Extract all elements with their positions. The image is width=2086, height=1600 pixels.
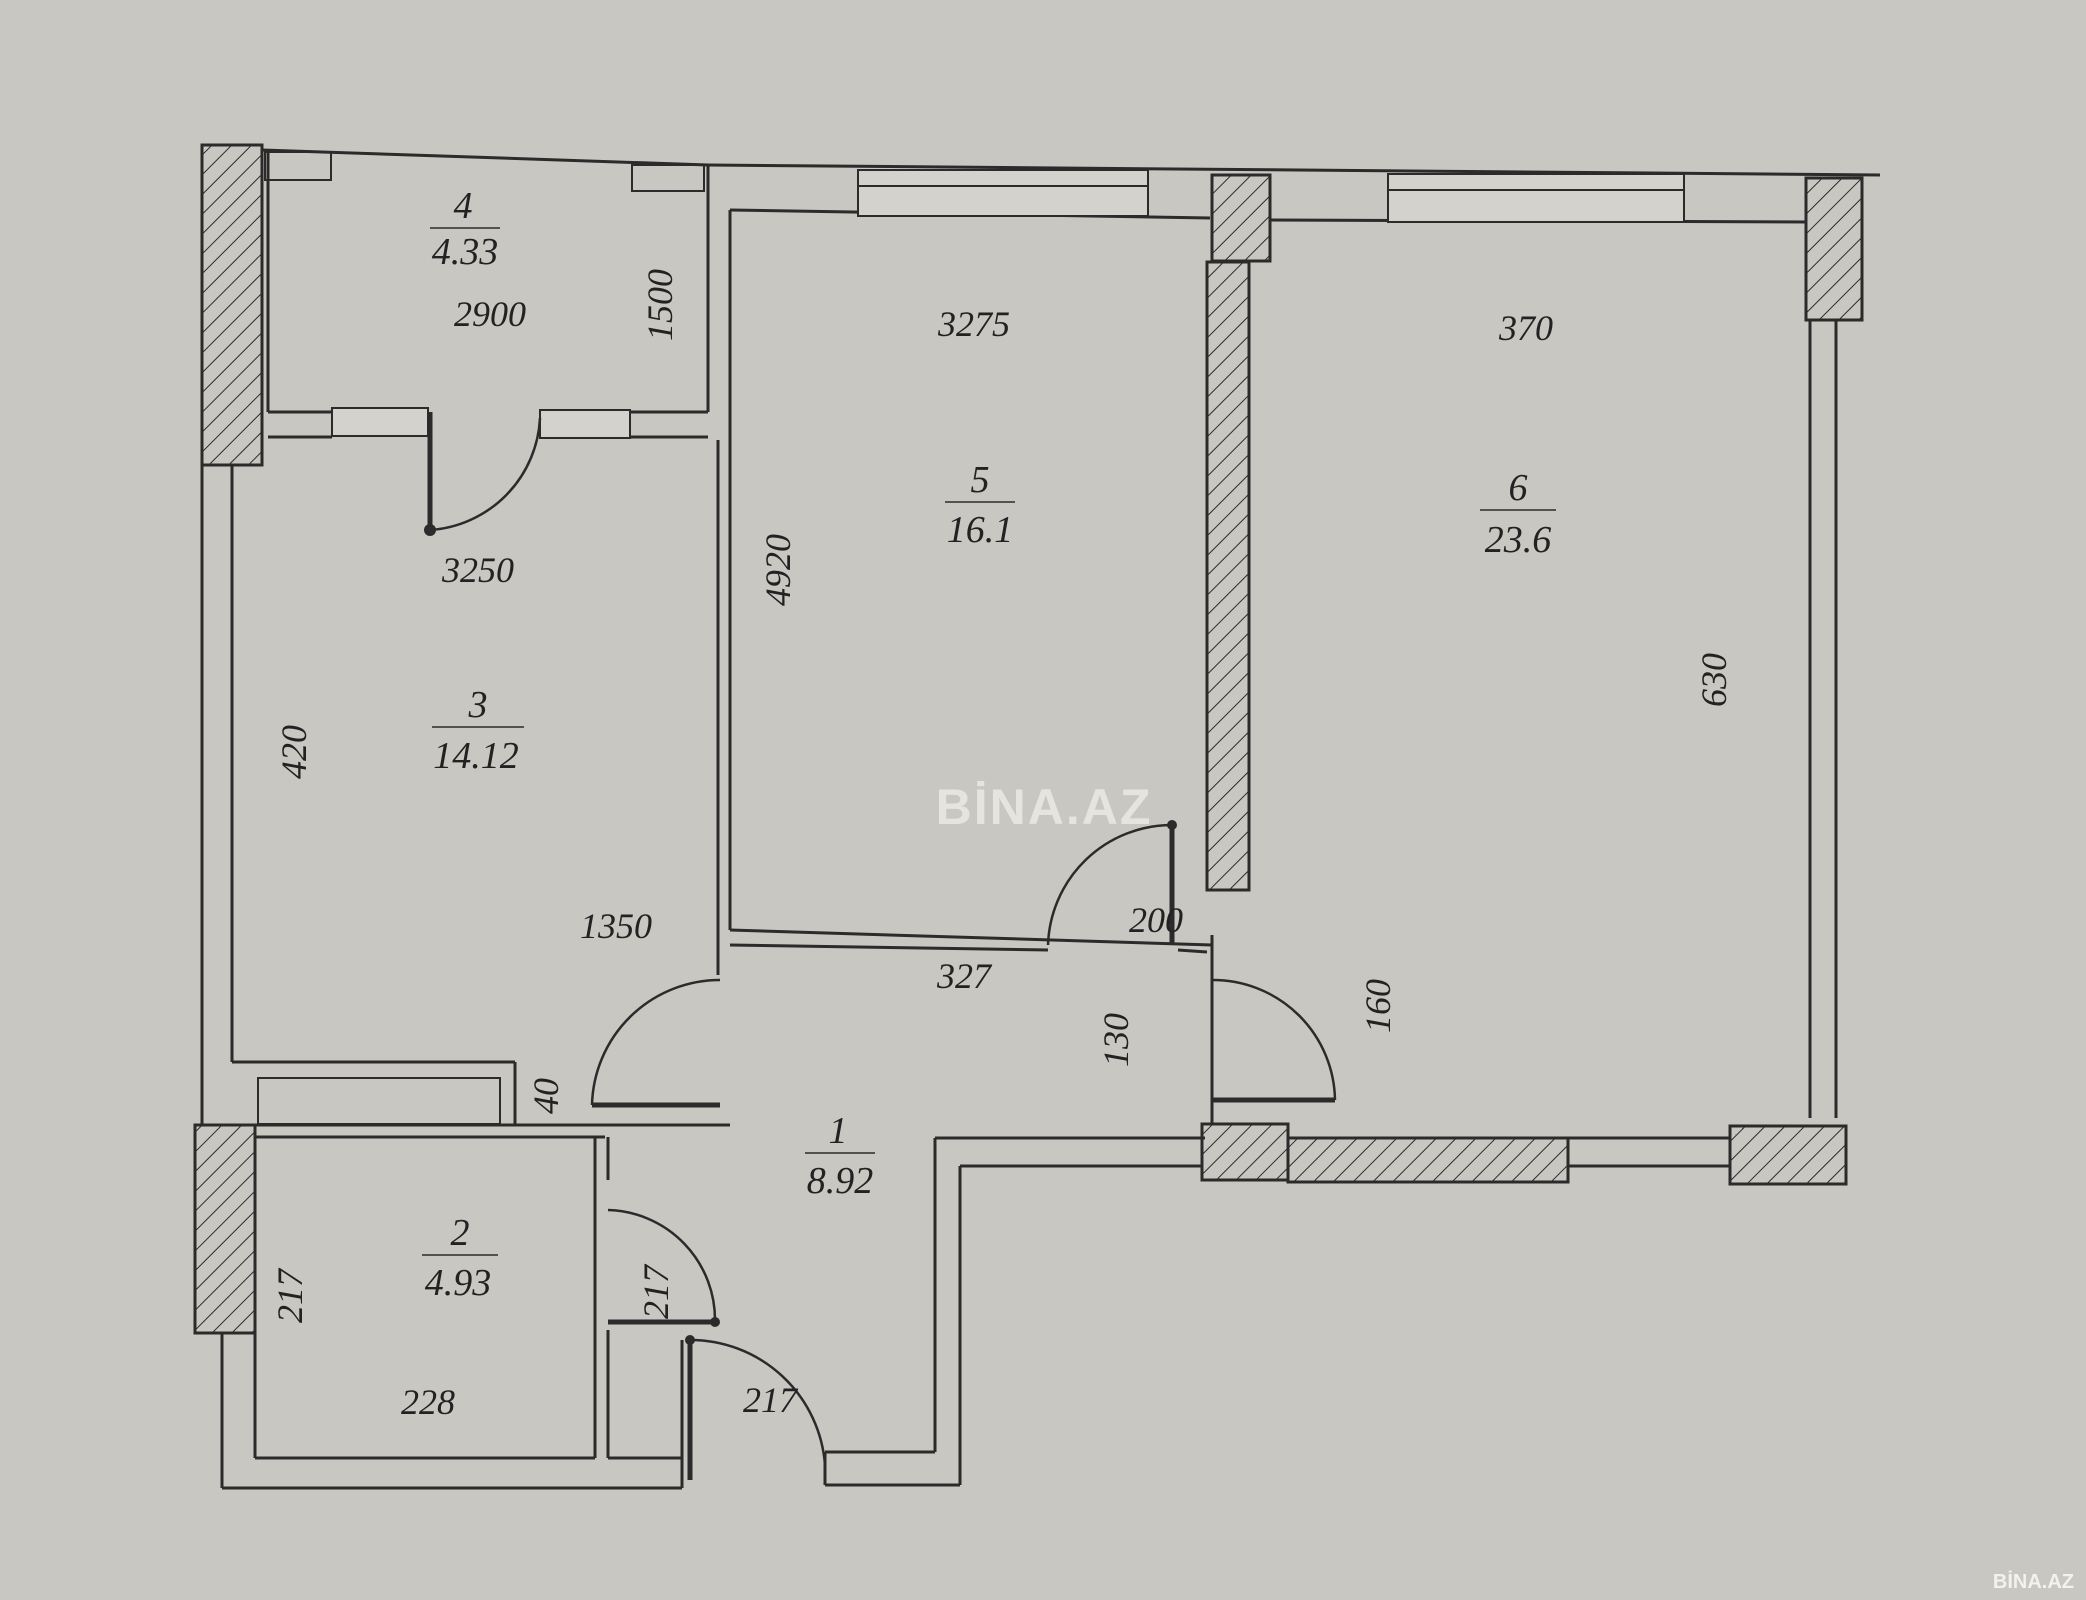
room-area: 23.6 <box>1485 519 1552 561</box>
corner-watermark: BİNA.AZ <box>1993 1570 2074 1593</box>
dimensions: 2900 1500 3250 420 1350 40 3275 4920 200… <box>270 269 1734 1422</box>
dim-hall-height: 130 <box>1096 1013 1136 1067</box>
room-number: 2 <box>451 1212 470 1254</box>
doors <box>424 412 1337 1480</box>
room-6-label: 6 23.6 <box>1480 467 1556 561</box>
dim-r5-top: 3275 <box>937 304 1010 344</box>
room-5-label: 5 16.1 <box>945 459 1015 551</box>
dim-r3-small: 40 <box>526 1078 566 1114</box>
room-number: 3 <box>468 684 488 726</box>
room-area: 14.12 <box>433 735 519 777</box>
dim-r4-height: 1500 <box>640 269 680 341</box>
dim-r6-side: 630 <box>1694 653 1734 707</box>
room-area: 16.1 <box>947 509 1014 551</box>
room-4-label: 4 4.33 <box>430 185 500 273</box>
dim-r3-inner: 1350 <box>580 906 652 946</box>
dim-r2-door: 217 <box>636 1263 676 1319</box>
room-number: 6 <box>1509 467 1528 509</box>
dim-hall-width: 327 <box>936 956 993 996</box>
dim-r2-bottom: 228 <box>401 1382 455 1422</box>
watermark: BİNA.AZ <box>936 779 1153 835</box>
room-area: 4.93 <box>425 1262 492 1304</box>
dim-r4-width: 2900 <box>454 294 526 334</box>
dim-r6-top: 370 <box>1498 308 1553 348</box>
dim-r6-door: 160 <box>1358 979 1398 1033</box>
room-area: 8.92 <box>807 1160 874 1202</box>
room-3-label: 3 14.12 <box>432 684 524 777</box>
room-number: 4 <box>454 185 473 227</box>
dim-r3-side: 420 <box>274 725 314 779</box>
dim-entry-door: 217 <box>743 1380 799 1420</box>
dim-r5-side: 4920 <box>758 534 798 606</box>
room-area: 4.33 <box>432 231 499 273</box>
windows <box>331 169 1685 439</box>
room-number: 1 <box>829 1110 848 1152</box>
dim-r5-door: 200 <box>1129 900 1183 940</box>
walls <box>193 143 1881 1490</box>
dim-r3-top: 3250 <box>441 550 514 590</box>
dim-r2-side: 217 <box>270 1267 310 1323</box>
room-1-label: 1 8.92 <box>805 1110 875 1202</box>
room-number: 5 <box>971 459 990 501</box>
room-2-label: 2 4.93 <box>422 1212 498 1304</box>
